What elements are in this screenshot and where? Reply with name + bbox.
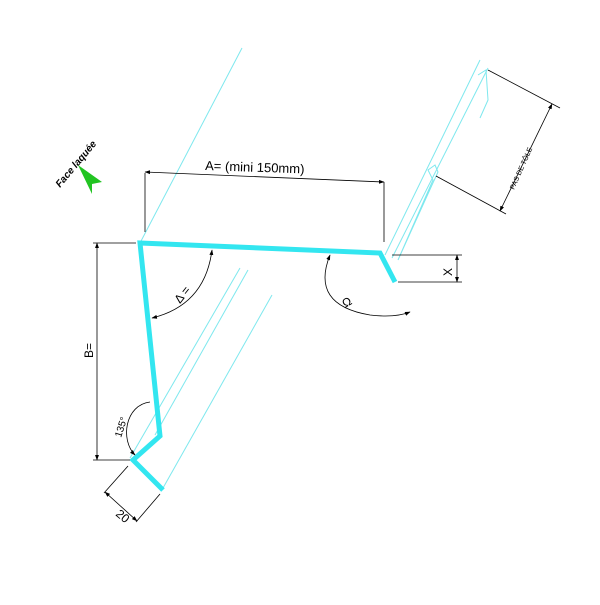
dimension-pas-de-tole: PAS DE TÔLE [435, 69, 561, 215]
roof-line-1 [139, 47, 243, 244]
dim-20-label: 20 [113, 507, 132, 527]
sheet-step-top [477, 69, 489, 119]
omega-arc [324, 254, 411, 317]
angle-135-arc [126, 401, 151, 456]
dim-20-line [104, 491, 138, 522]
omega-label: Ω [340, 294, 355, 311]
roof-line-3 [391, 67, 489, 259]
roof-line-6 [129, 267, 241, 459]
dimension-b: B= [82, 242, 136, 461]
dim-20-ext-left [103, 465, 129, 494]
dim-20-ext-right [135, 493, 161, 523]
roof-lines [129, 47, 489, 489]
flashing-profile [129, 240, 398, 492]
delta-arc [151, 249, 214, 319]
dim-x-label: X [441, 268, 455, 276]
dim-a-line [144, 170, 385, 184]
roof-line-2 [384, 59, 481, 256]
pas-de-tole-label: PAS DE TÔLE [508, 146, 535, 191]
dimension-20: 20 [103, 465, 161, 527]
dim-a-label: A= (mini 150mm) [205, 158, 305, 176]
face-laquee-marker: Face laquée [54, 139, 102, 194]
roof-line-4 [154, 269, 249, 436]
pas-ext-bottom [435, 175, 507, 215]
dimension-x: X [392, 254, 462, 283]
sheet-step [397, 164, 439, 261]
face-arrow-icon [78, 165, 102, 194]
pas-line [499, 103, 553, 212]
angle-135-label: 135° [113, 416, 130, 439]
pas-ext-top [487, 69, 561, 109]
roof-line-5 [162, 294, 273, 489]
dim-b-label: B= [82, 343, 96, 358]
dimension-a: A= (mini 150mm) [144, 158, 385, 242]
delta-label: Δ = [171, 283, 193, 306]
angle-delta: Δ = [151, 249, 214, 319]
angle-omega: Ω [324, 254, 411, 317]
